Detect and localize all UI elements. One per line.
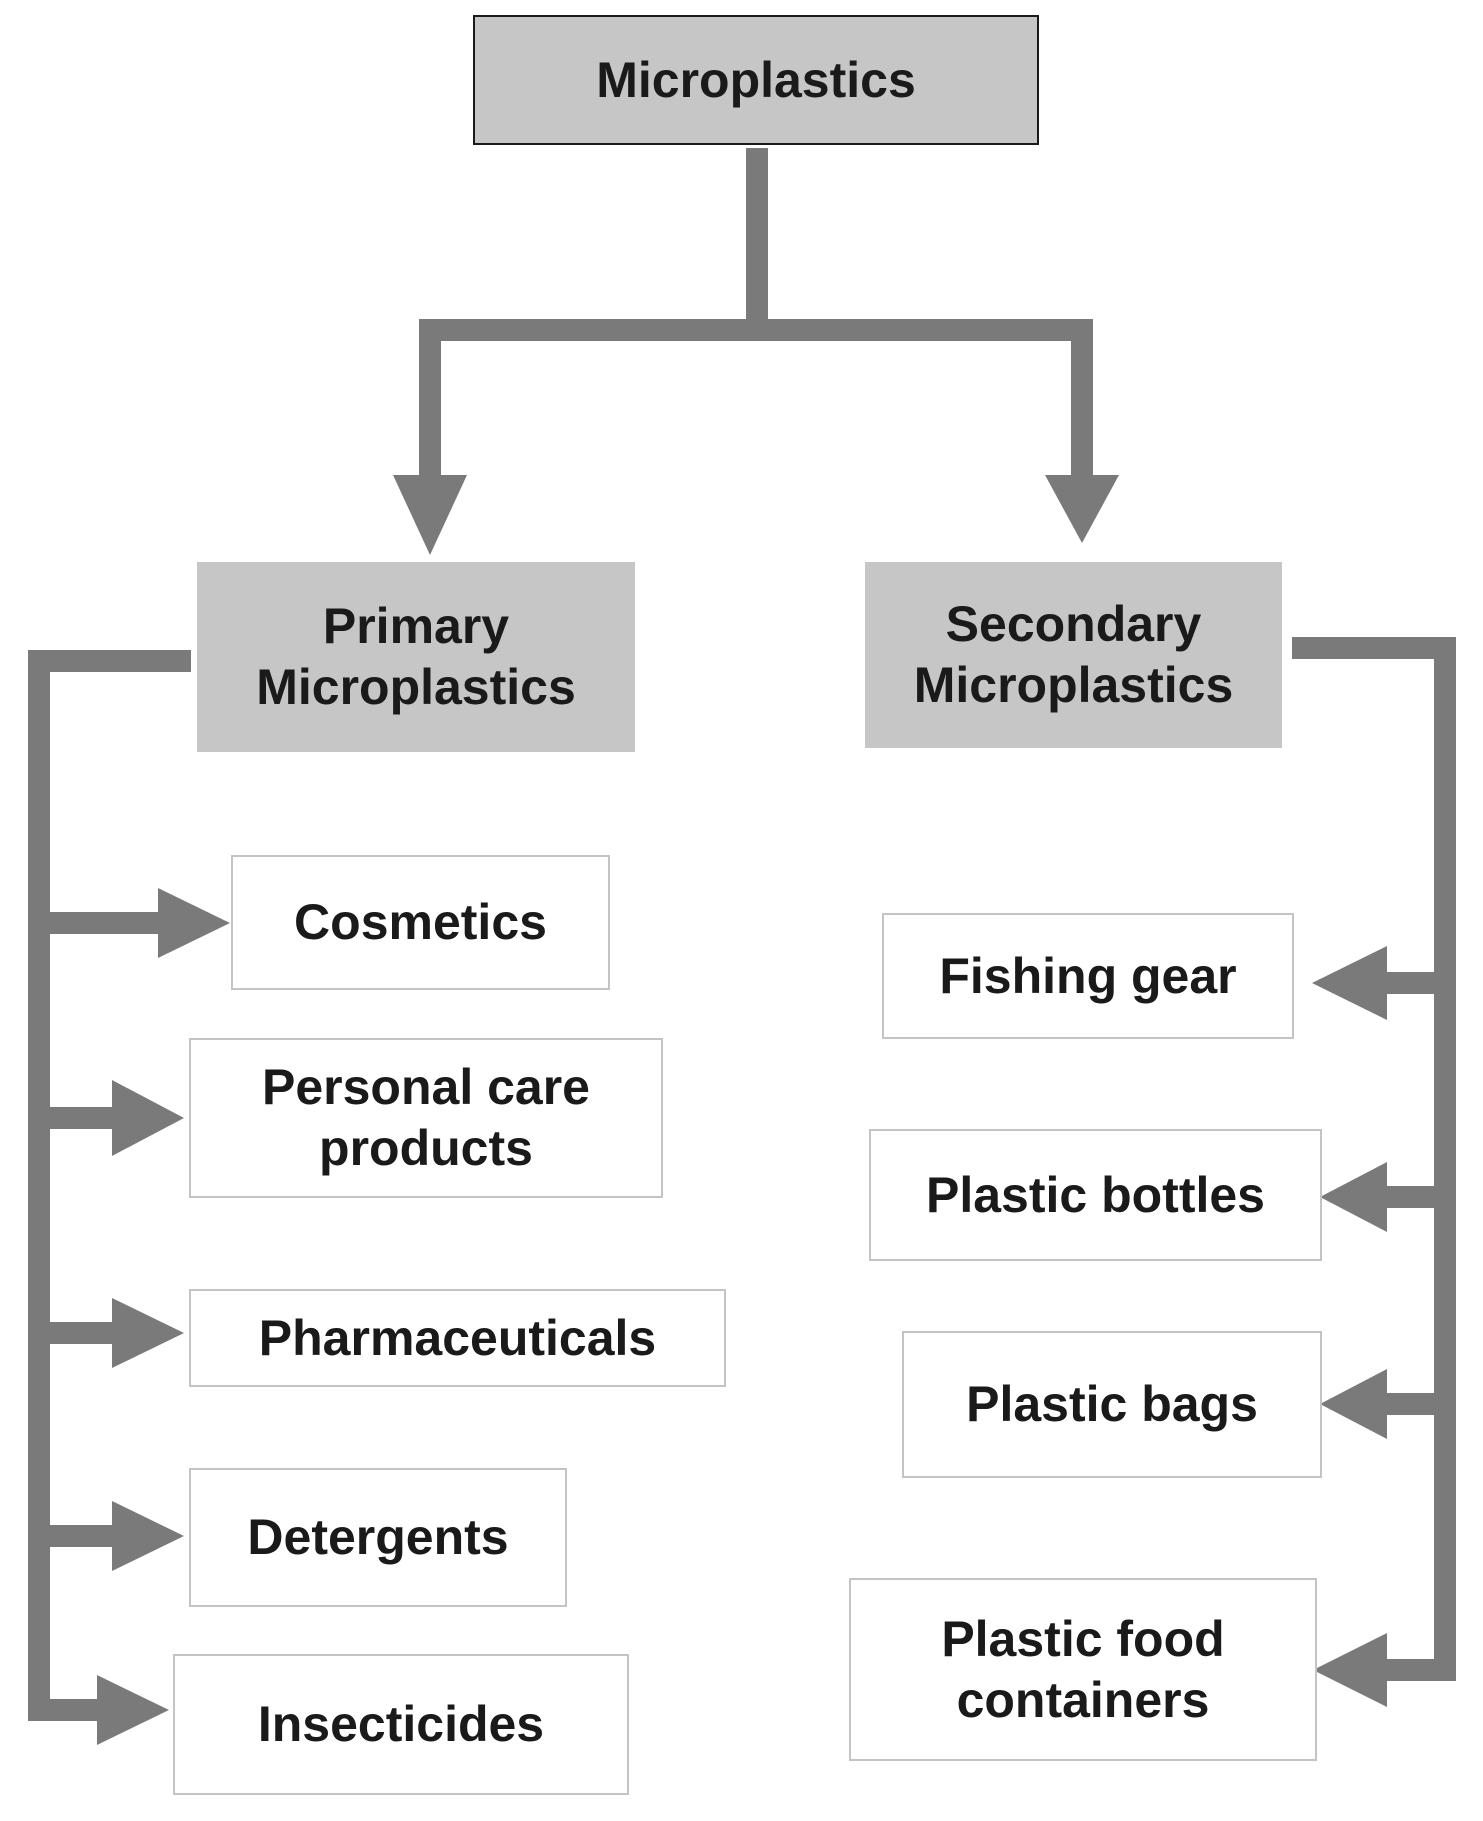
arrow-to-plastic-bottles — [1320, 1162, 1387, 1232]
arrow-to-insecticides — [97, 1675, 169, 1745]
arrow-to-secondary — [1045, 475, 1119, 543]
item-label: Pharmaceuticals — [258, 1309, 657, 1366]
arrow-to-plastic-bags — [1320, 1369, 1387, 1439]
item-label-line1: Plastic food — [941, 1610, 1225, 1667]
item-label: Detergents — [247, 1509, 509, 1565]
secondary-item-plastic-bottles: Plastic bottles — [869, 1129, 1322, 1261]
primary-spine-connector — [28, 650, 191, 1721]
secondary-spine-connector — [1292, 637, 1456, 1681]
item-label: Plastic bottles — [926, 1166, 1265, 1223]
primary-item-detergents: Detergents — [189, 1468, 567, 1607]
item-label-line1: Personal care — [262, 1059, 590, 1115]
item-label-line2: products — [319, 1120, 533, 1176]
primary-label-line2: Microplastics — [256, 659, 576, 715]
item-label: Cosmetics — [294, 894, 547, 950]
secondary-label-line2: Microplastics — [913, 657, 1234, 713]
primary-item-pharmaceuticals: Pharmaceuticals — [189, 1289, 726, 1387]
arrow-to-plastic-food-containers — [1313, 1633, 1387, 1707]
secondary-label-line1: Secondary — [945, 596, 1202, 652]
secondary-item-plastic-bags: Plastic bags — [902, 1331, 1322, 1478]
secondary-item-plastic-food-containers: Plastic food containers — [849, 1578, 1317, 1761]
arrow-to-cosmetics — [158, 888, 230, 958]
secondary-item-fishing-gear: Fishing gear — [882, 913, 1294, 1039]
arrow-to-personal-care — [112, 1080, 184, 1156]
primary-microplastics-node: Primary Microplastics — [197, 562, 635, 752]
arrow-to-primary — [393, 475, 467, 555]
arrow-to-fishing-gear — [1312, 946, 1387, 1020]
primary-label-line1: Primary — [322, 598, 510, 654]
item-label: Insecticides — [257, 1696, 545, 1752]
split-connector — [419, 319, 1093, 475]
item-label: Fishing gear — [939, 947, 1237, 1004]
primary-item-cosmetics: Cosmetics — [231, 855, 610, 990]
item-label-line2: containers — [956, 1671, 1210, 1728]
primary-item-insecticides: Insecticides — [173, 1654, 629, 1795]
arrow-to-pharmaceuticals — [112, 1298, 184, 1368]
root-node: Microplastics — [473, 15, 1039, 145]
primary-item-personal-care-products: Personal care products — [189, 1038, 663, 1198]
item-label: Plastic bags — [966, 1376, 1258, 1432]
arrow-to-detergents — [112, 1501, 184, 1571]
root-label: Microplastics — [596, 51, 916, 108]
secondary-microplastics-node: Secondary Microplastics — [865, 562, 1282, 748]
